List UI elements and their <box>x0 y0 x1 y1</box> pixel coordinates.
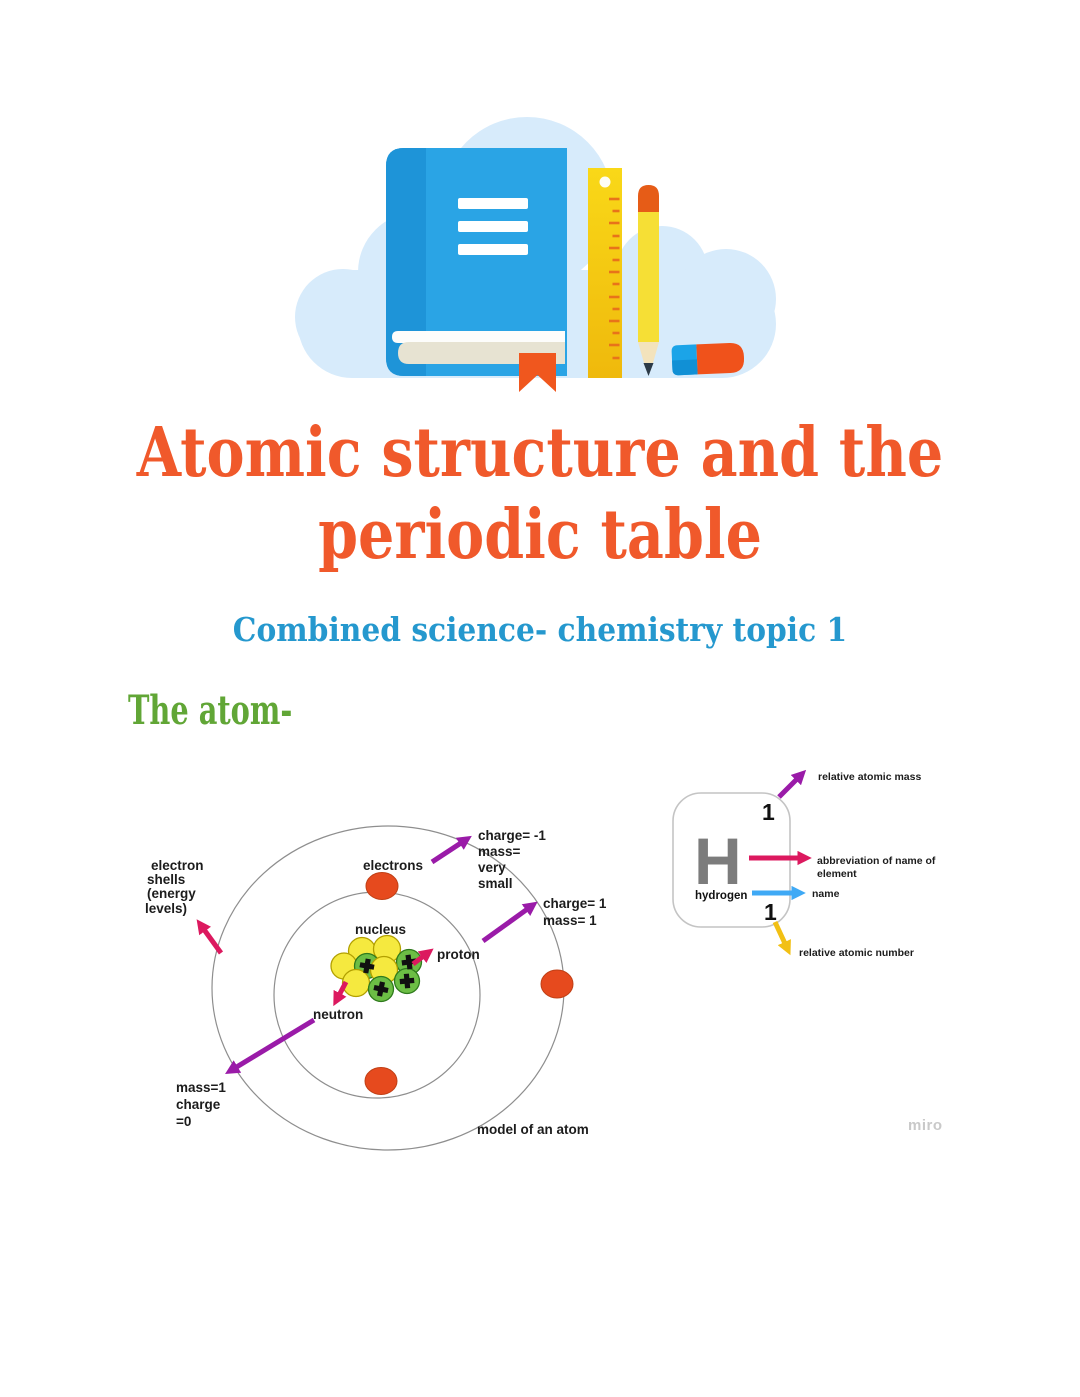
shells-label-line: levels) <box>145 901 187 916</box>
proton-properties-arrow <box>481 901 538 944</box>
proton-props-line: charge= 1 <box>543 896 607 911</box>
atomic-mass-arrow <box>777 769 807 799</box>
element-symbol: H <box>694 824 742 898</box>
electrons-label: electrons <box>363 858 423 873</box>
symbol-label-line: element <box>817 868 857 880</box>
neutron-label: neutron <box>313 1007 363 1022</box>
electron-props-line: charge= -1 <box>478 828 546 843</box>
element-mass-number: 1 <box>762 799 775 825</box>
shells-label-line: shells <box>147 872 185 887</box>
shells-label-line: (energy <box>147 886 196 901</box>
electron-properties-arrow <box>430 835 472 865</box>
element-atomic-number: 1 <box>764 899 777 925</box>
atomic-mass-label: relative atomic mass <box>818 771 921 783</box>
page-title-line-1: Atomic structure and the <box>136 413 944 493</box>
neutron-props-line: =0 <box>176 1114 191 1129</box>
book <box>386 148 567 392</box>
neutron-properties-arrow <box>225 1017 316 1075</box>
miro-watermark: miro <box>908 1117 943 1134</box>
eraser <box>671 342 745 376</box>
book-cover-lines <box>458 198 528 255</box>
proton-label: proton <box>437 947 480 962</box>
atomic-number-arrow <box>772 920 791 956</box>
page-subtitle: Combined science- chemistry topic 1 <box>232 610 848 649</box>
pencil <box>638 185 659 376</box>
neutron-props-line: charge <box>176 1097 221 1112</box>
ruler <box>588 168 622 378</box>
proton-plus-signs <box>359 954 417 997</box>
nucleus-label: nucleus <box>355 922 406 937</box>
page-title-line-2: periodic table <box>318 495 762 575</box>
neutron-arrow <box>333 980 349 1007</box>
electron-props-line: small <box>478 876 513 891</box>
shells-arrow <box>196 919 224 955</box>
electron-bottom <box>364 1067 398 1095</box>
atom-diagram-caption: model of an atom <box>477 1122 589 1137</box>
study-supplies-illustration <box>295 117 776 392</box>
electron-props-line: mass= <box>478 844 521 859</box>
electron-props-line: very <box>478 860 506 875</box>
diagram-arrows <box>196 769 812 1075</box>
proton-props-line: mass= 1 <box>543 913 597 928</box>
symbol-label-line: abbreviation of name of <box>817 855 936 867</box>
ruler-hole <box>599 176 611 188</box>
name-label: name <box>812 888 840 900</box>
atom-diagram: electron shells (energy levels) electron… <box>145 769 943 1151</box>
neutron-props-line: mass=1 <box>176 1080 226 1095</box>
element-name: hydrogen <box>695 890 747 902</box>
shells-label-line: electron <box>151 858 204 873</box>
electron-top <box>365 872 399 900</box>
nucleus-cluster <box>330 934 423 1003</box>
proton-arrow <box>411 948 434 966</box>
atom-diagram-labels: electron shells (energy levels) electron… <box>145 828 607 1137</box>
element-card-labels: relative atomic mass abbreviation of nam… <box>799 771 936 959</box>
section-heading-the-atom: The atom- <box>128 687 293 734</box>
atomic-number-label: relative atomic number <box>799 947 914 959</box>
bookmark-ribbon <box>519 353 556 392</box>
electron-particles <box>364 872 574 1095</box>
electron-right <box>540 969 574 999</box>
element-card-content: 1 H hydrogen 1 <box>694 799 777 925</box>
ruler-ticks <box>609 197 620 360</box>
